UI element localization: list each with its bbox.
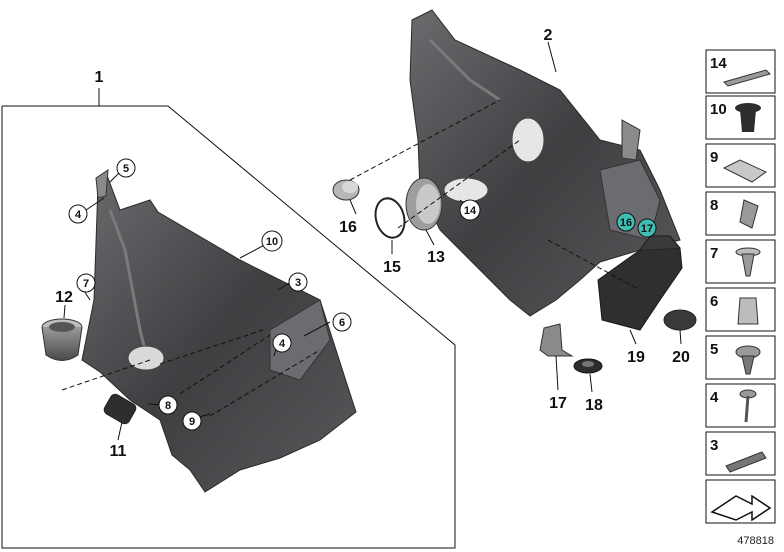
svg-text:17: 17 — [641, 223, 653, 235]
callout-18: 18 — [585, 397, 603, 414]
circled-callout-14: 14 — [459, 199, 481, 221]
callout-15: 15 — [383, 259, 401, 276]
diagram-id-number: 478818 — [737, 535, 774, 547]
hex-arrow-icon — [710, 494, 772, 522]
sidebar-box-14: 14 — [705, 49, 776, 94]
callout-19: 19 — [627, 349, 645, 366]
circled-callout-4a: 4 — [68, 204, 88, 224]
sidebar-box-8: 8 — [705, 191, 776, 236]
svg-text:16: 16 — [620, 217, 632, 229]
circled-callout-4b: 4 — [272, 333, 292, 353]
circled-callout-17-highlight: 17 — [637, 218, 657, 238]
circled-callout-9: 9 — [182, 411, 202, 431]
part-11-cover — [103, 393, 137, 425]
svg-text:8: 8 — [710, 197, 718, 214]
callout-11: 11 — [110, 443, 127, 460]
svg-text:9: 9 — [710, 149, 718, 166]
circled-callouts: 5 4 10 7 3 6 4 8 — [68, 158, 657, 431]
svg-text:7: 7 — [83, 278, 89, 290]
sidebar-box-9: 9 — [705, 143, 776, 188]
svg-text:14: 14 — [464, 205, 477, 217]
sidebar-box-7: 7 — [705, 239, 776, 284]
sidebar-box-5: 5 — [705, 335, 776, 380]
callout-17: 17 — [549, 395, 567, 412]
circled-callout-6: 6 — [332, 312, 352, 332]
circled-callout-16-highlight: 16 — [616, 212, 636, 232]
part-17-clip — [539, 323, 574, 357]
svg-text:4: 4 — [710, 389, 719, 406]
circled-callout-3: 3 — [288, 272, 308, 292]
svg-text:9: 9 — [189, 416, 195, 428]
svg-text:5: 5 — [710, 341, 718, 358]
svg-text:10: 10 — [710, 101, 727, 118]
svg-text:8: 8 — [165, 400, 171, 412]
sidebar-box-arrow — [705, 479, 776, 524]
part-20-pad — [663, 309, 697, 331]
part-12-cup — [41, 318, 83, 361]
callout-2: 2 — [544, 27, 553, 44]
circled-callout-7: 7 — [76, 273, 96, 293]
svg-text:3: 3 — [710, 437, 718, 454]
svg-text:3: 3 — [295, 277, 301, 289]
svg-text:6: 6 — [339, 317, 345, 329]
assembly-1-frame — [1, 88, 456, 549]
svg-text:4: 4 — [279, 338, 286, 350]
part-13-grille — [405, 177, 443, 231]
svg-text:4: 4 — [75, 209, 82, 221]
callout-13: 13 — [427, 249, 445, 266]
svg-text:5: 5 — [123, 163, 129, 175]
svg-text:10: 10 — [266, 236, 278, 248]
sidebar-box-6: 6 — [705, 287, 776, 332]
callout-20: 20 — [672, 349, 690, 366]
part-16-grommet — [332, 179, 360, 201]
circled-callout-5: 5 — [116, 158, 136, 178]
part-15-ring — [374, 197, 406, 239]
svg-text:6: 6 — [710, 293, 718, 310]
callout-labels: 1 2 11 12 13 15 16 17 18 19 20 — [55, 27, 690, 460]
parts-sidebar: 14 10 9 8 7 6 — [705, 49, 776, 524]
left-trim-panel — [81, 169, 357, 493]
callout-1: 1 — [95, 69, 104, 86]
sidebar-box-4: 4 — [705, 383, 776, 428]
sidebar-box-10: 10 — [705, 95, 776, 140]
circled-callout-10: 10 — [261, 230, 283, 252]
svg-text:14: 14 — [710, 55, 727, 72]
svg-text:7: 7 — [710, 245, 718, 262]
sidebar-box-3: 3 — [705, 431, 776, 476]
callout-16: 16 — [339, 219, 357, 236]
callout-12: 12 — [55, 289, 73, 306]
circled-callout-8: 8 — [158, 395, 178, 415]
assembly-lines — [61, 99, 641, 417]
part-19-bracket — [597, 235, 683, 331]
part-18-clip — [573, 358, 603, 374]
